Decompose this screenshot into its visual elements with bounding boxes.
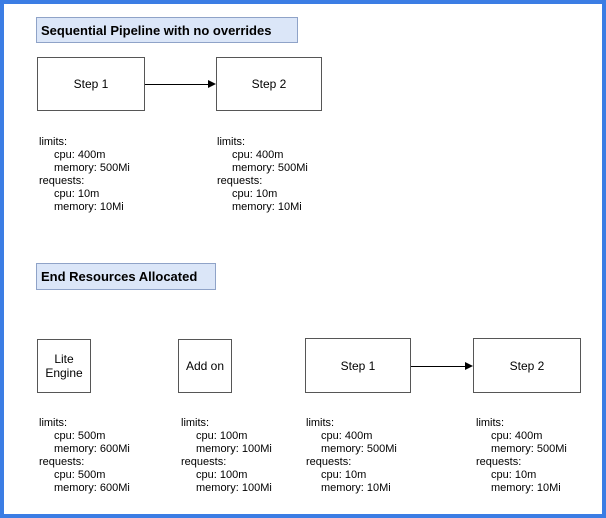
section-title-label: Sequential Pipeline with no overrides [41, 22, 272, 38]
resource-line: limits: [39, 136, 68, 148]
resource-line: cpu: 400m [491, 430, 543, 442]
resource-line: memory: 500Mi [232, 162, 308, 174]
resource-line: requests: [306, 456, 352, 468]
resource-line: cpu: 10m [232, 188, 278, 200]
node-label: Step 1 [73, 77, 109, 91]
resource-line: requests: [476, 456, 522, 468]
node-step1-bottom: Step 1 [305, 338, 411, 393]
resource-line: cpu: 100m [196, 430, 248, 442]
section-title-sequential-pipeline: Sequential Pipeline with no overrides [36, 17, 298, 43]
resource-line: limits: [181, 417, 210, 429]
resource-line: cpu: 100m [196, 469, 248, 481]
arrow-line [411, 365, 468, 367]
resource-line: requests: [39, 175, 85, 187]
resource-line: requests: [39, 456, 85, 468]
node-label: Lite Engine [45, 352, 83, 380]
resource-line: cpu: 500m [54, 430, 106, 442]
resource-block-add-on: limits: cpu: 100m memory: 100Mi requests… [181, 417, 272, 495]
resource-line: cpu: 400m [321, 430, 373, 442]
node-lite-engine: Lite Engine [37, 339, 91, 393]
arrowhead-icon [465, 362, 473, 370]
resource-line: limits: [39, 417, 68, 429]
resource-line: limits: [306, 417, 335, 429]
node-step1-top: Step 1 [37, 57, 145, 111]
resource-line: memory: 10Mi [491, 482, 561, 494]
resource-line: cpu: 500m [54, 469, 106, 481]
resource-block-step2-top: limits: cpu: 400m memory: 500Mi requests… [217, 136, 308, 214]
resource-line: cpu: 400m [232, 149, 284, 161]
resource-line: memory: 500Mi [321, 443, 397, 455]
resource-line: cpu: 10m [54, 188, 100, 200]
resource-block-step1-bottom: limits: cpu: 400m memory: 500Mi requests… [306, 417, 397, 495]
node-label: Add on [185, 359, 225, 373]
section-title-label: End Resources Allocated [41, 269, 198, 284]
resource-line: memory: 600Mi [54, 482, 130, 494]
arrow-step1-step2-top [145, 80, 216, 88]
arrow-line [145, 83, 211, 85]
resource-line: requests: [181, 456, 227, 468]
resource-line: memory: 100Mi [196, 443, 272, 455]
resource-line: memory: 10Mi [54, 201, 124, 213]
node-step2-bottom: Step 2 [473, 338, 581, 393]
resource-line: requests: [217, 175, 263, 187]
resource-line: limits: [217, 136, 246, 148]
section-title-end-resources: End Resources Allocated [36, 263, 216, 290]
node-label: Step 2 [251, 77, 287, 91]
resource-line: memory: 10Mi [321, 482, 391, 494]
resource-line: memory: 10Mi [232, 201, 302, 213]
arrow-step1-step2-bottom [411, 362, 473, 370]
resource-line: memory: 500Mi [54, 162, 130, 174]
node-label: Step 2 [509, 358, 545, 373]
resource-line: limits: [476, 417, 505, 429]
arrowhead-icon [208, 80, 216, 88]
resource-block-step1-top: limits: cpu: 400m memory: 500Mi requests… [39, 136, 130, 214]
resource-line: memory: 600Mi [54, 443, 130, 455]
resource-line: cpu: 10m [491, 469, 537, 481]
resource-line: memory: 100Mi [196, 482, 272, 494]
resource-block-step2-bottom: limits: cpu: 400m memory: 500Mi requests… [476, 417, 567, 495]
node-label: Step 1 [340, 358, 376, 373]
node-step2-top: Step 2 [216, 57, 322, 111]
resource-line: memory: 500Mi [491, 443, 567, 455]
resource-block-lite-engine: limits: cpu: 500m memory: 600Mi requests… [39, 417, 130, 495]
node-add-on: Add on [178, 339, 232, 393]
resource-line: cpu: 400m [54, 149, 106, 161]
resource-line: cpu: 10m [321, 469, 367, 481]
